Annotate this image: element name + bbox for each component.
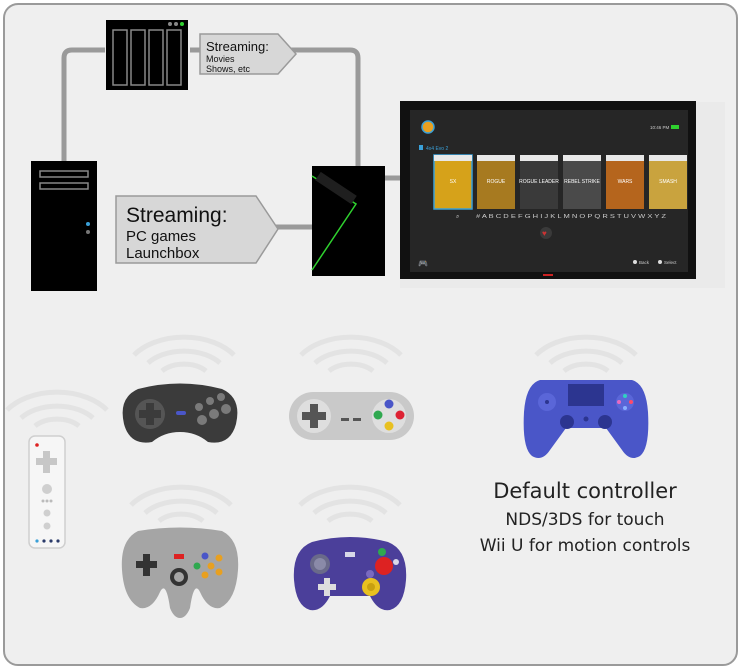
pc-callout-title: Streaming: (126, 204, 228, 227)
battery-icon (671, 125, 679, 129)
gamepad-icon: 🎮 (418, 259, 428, 268)
pc-callout-line-2: Launchbox (126, 245, 200, 262)
caption-title: Default controller (493, 479, 677, 503)
n64-controller-icon (121, 527, 239, 618)
search-icon[interactable]: ⌕ (456, 214, 459, 220)
caption-line-2: Wii U for motion controls (480, 536, 691, 556)
game-cover[interactable]: SMASH (649, 155, 687, 209)
game-cover-title: ROGUE LEADER (519, 179, 559, 185)
system-icon (419, 145, 423, 150)
tv-clock: 10:46 PM (650, 125, 670, 130)
game-cover-title: WARS (618, 179, 633, 185)
select-button-icon[interactable] (658, 260, 662, 264)
caption-line-1: NDS/3DS for touch (505, 510, 664, 530)
game-cover-title: SMASH (659, 179, 677, 185)
network-connectors (61, 47, 402, 230)
back-button-icon[interactable] (633, 260, 637, 264)
game-cover[interactable]: ROGUE LEADER (519, 155, 559, 209)
nas-callout-title: Streaming: (206, 39, 269, 54)
game-cover-title: SX (450, 179, 457, 185)
svg-text:♥: ♥ (542, 229, 547, 238)
wii-remote-icon (28, 435, 66, 549)
game-cover-title: ROGUE (487, 179, 506, 185)
back-label: Back (639, 260, 650, 265)
genesis-controller-icon (122, 383, 238, 443)
nas-server (106, 20, 188, 90)
pc-streaming-callout: Streaming: PC games Launchbox (115, 195, 279, 264)
nas-streaming-callout: Streaming: Movies Shows, etc (199, 33, 298, 75)
game-cover[interactable]: REBEL STRIKE (563, 155, 601, 209)
television: 10:46 PM 4x4 Evo 2 SX ROGUE ROGUE LEADER RE… (400, 101, 725, 288)
favorite-heart-icon[interactable] (540, 227, 552, 239)
nas-callout-line-2: Shows, etc (206, 64, 251, 74)
game-cover[interactable]: SX (433, 154, 473, 210)
gamecube-controller-icon (293, 537, 407, 611)
game-cover[interactable]: WARS (606, 155, 644, 209)
tv-system-label: 4x4 Evo 2 (426, 146, 448, 152)
game-cover-title: REBEL STRIKE (564, 179, 600, 185)
pc-callout-line-1: PC games (126, 228, 196, 245)
game-row: SX ROGUE ROGUE LEADER REBEL STRIKE WARS SMASH (433, 154, 687, 210)
ps4-controller-icon (523, 380, 649, 458)
snes-controller-icon (289, 392, 414, 440)
game-cover[interactable]: ROGUE (477, 155, 515, 209)
gaming-pc (31, 161, 97, 291)
nas-callout-line-1: Movies (206, 54, 235, 64)
alphabet-bar[interactable]: # A B C D E F G H I J K L M N O P Q R S … (476, 214, 667, 220)
select-label: Select (664, 260, 677, 265)
streaming-box (311, 166, 385, 276)
profile-avatar[interactable] (421, 120, 435, 134)
